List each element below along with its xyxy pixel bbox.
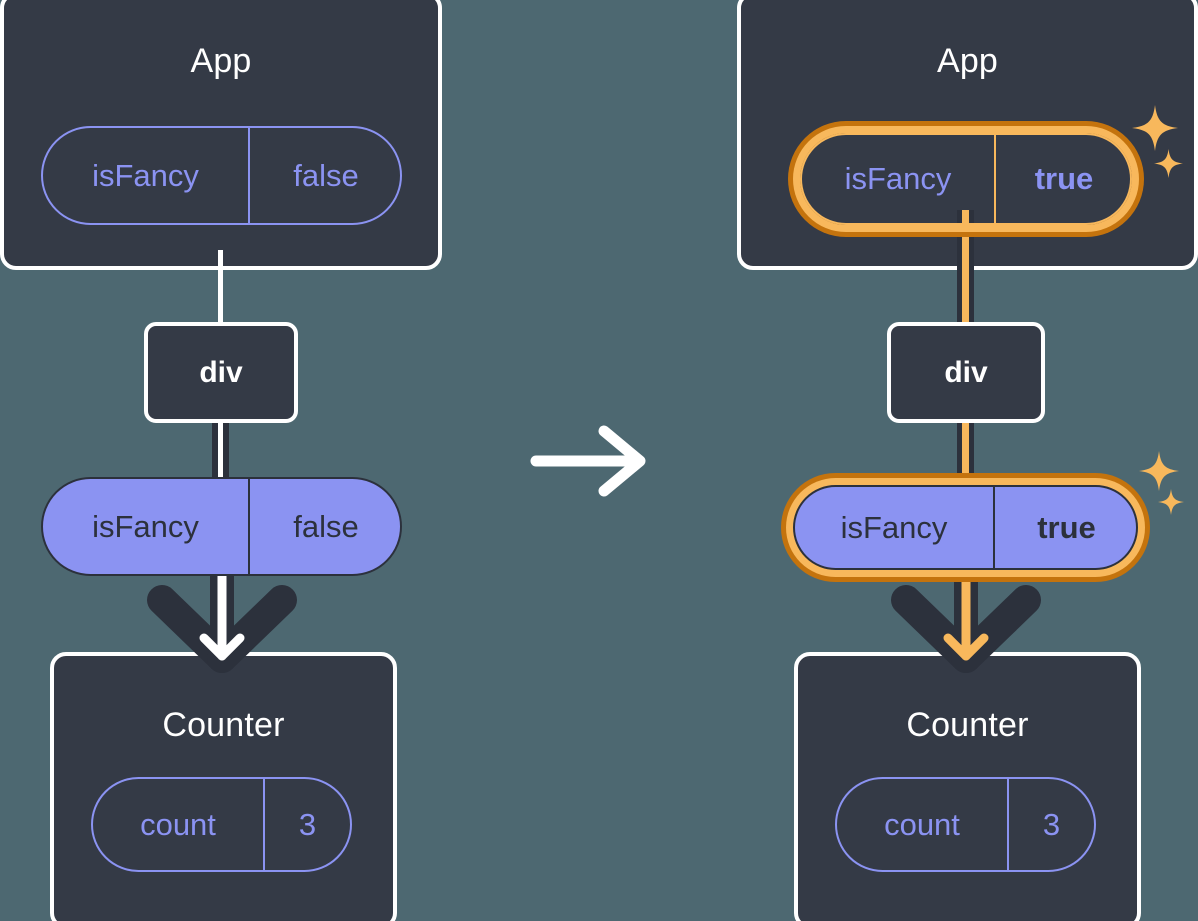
left-counter-state-value: 3: [298, 806, 317, 842]
transition-arrow-right-icon: [530, 425, 646, 497]
left-prop-pill-value: false: [293, 508, 359, 544]
right-prop-pill-value: true: [1037, 509, 1096, 545]
left-div-node-label: div: [199, 355, 243, 389]
right-div-node-label: div: [944, 355, 988, 389]
right-app-state-pill[interactable]: isFancy true: [800, 133, 1132, 225]
left-app-state-pill[interactable]: isFancy false: [41, 126, 402, 225]
right-connector-app-to-div-core: [962, 210, 969, 328]
right-app-state-value: true: [1034, 161, 1094, 196]
left-counter-state-key: count: [140, 806, 216, 842]
right-counter-panel-title: Counter: [906, 706, 1029, 744]
right-prop-pill-divider: [993, 487, 995, 568]
right-app-state-divider: [994, 135, 996, 223]
right-prop-sparkle-bottom-icon: [1158, 489, 1184, 515]
left-connector-div-to-pill-core: [218, 420, 223, 488]
right-app-sparkle-top-icon: [1132, 105, 1178, 151]
left-div-node[interactable]: div: [144, 322, 298, 423]
left-counter-panel-title: Counter: [162, 706, 285, 744]
left-app-state-value: false: [293, 157, 359, 193]
right-connector-div-to-pill-core: [962, 420, 969, 488]
right-app-panel-title: App: [936, 42, 999, 80]
right-div-node[interactable]: div: [887, 322, 1045, 423]
right-prop-sparkle-top-icon: [1139, 451, 1179, 491]
right-prop-pill-key: isFancy: [840, 509, 948, 545]
left-app-state-key: isFancy: [92, 157, 199, 193]
left-app-panel-title: App: [190, 42, 252, 80]
left-arrow-to-counter: [147, 565, 297, 673]
right-app-state-key: isFancy: [844, 161, 952, 196]
right-prop-pill[interactable]: isFancy true: [793, 485, 1138, 570]
right-counter-state-value: 3: [1042, 806, 1061, 842]
right-counter-state-divider: [1007, 779, 1009, 870]
left-prop-pill-key: isFancy: [92, 508, 199, 544]
right-counter-state-pill[interactable]: count 3: [835, 777, 1096, 872]
left-prop-pill-divider: [248, 479, 250, 574]
left-counter-state-divider: [263, 779, 265, 870]
left-prop-pill[interactable]: isFancy false: [41, 477, 402, 576]
right-app-sparkle-bottom-icon: [1154, 149, 1183, 178]
left-connector-app-to-div: [218, 250, 223, 326]
right-arrow-to-counter: [891, 565, 1041, 673]
left-app-state-divider: [248, 128, 250, 223]
left-counter-state-pill[interactable]: count 3: [91, 777, 352, 872]
right-counter-state-key: count: [884, 806, 960, 842]
